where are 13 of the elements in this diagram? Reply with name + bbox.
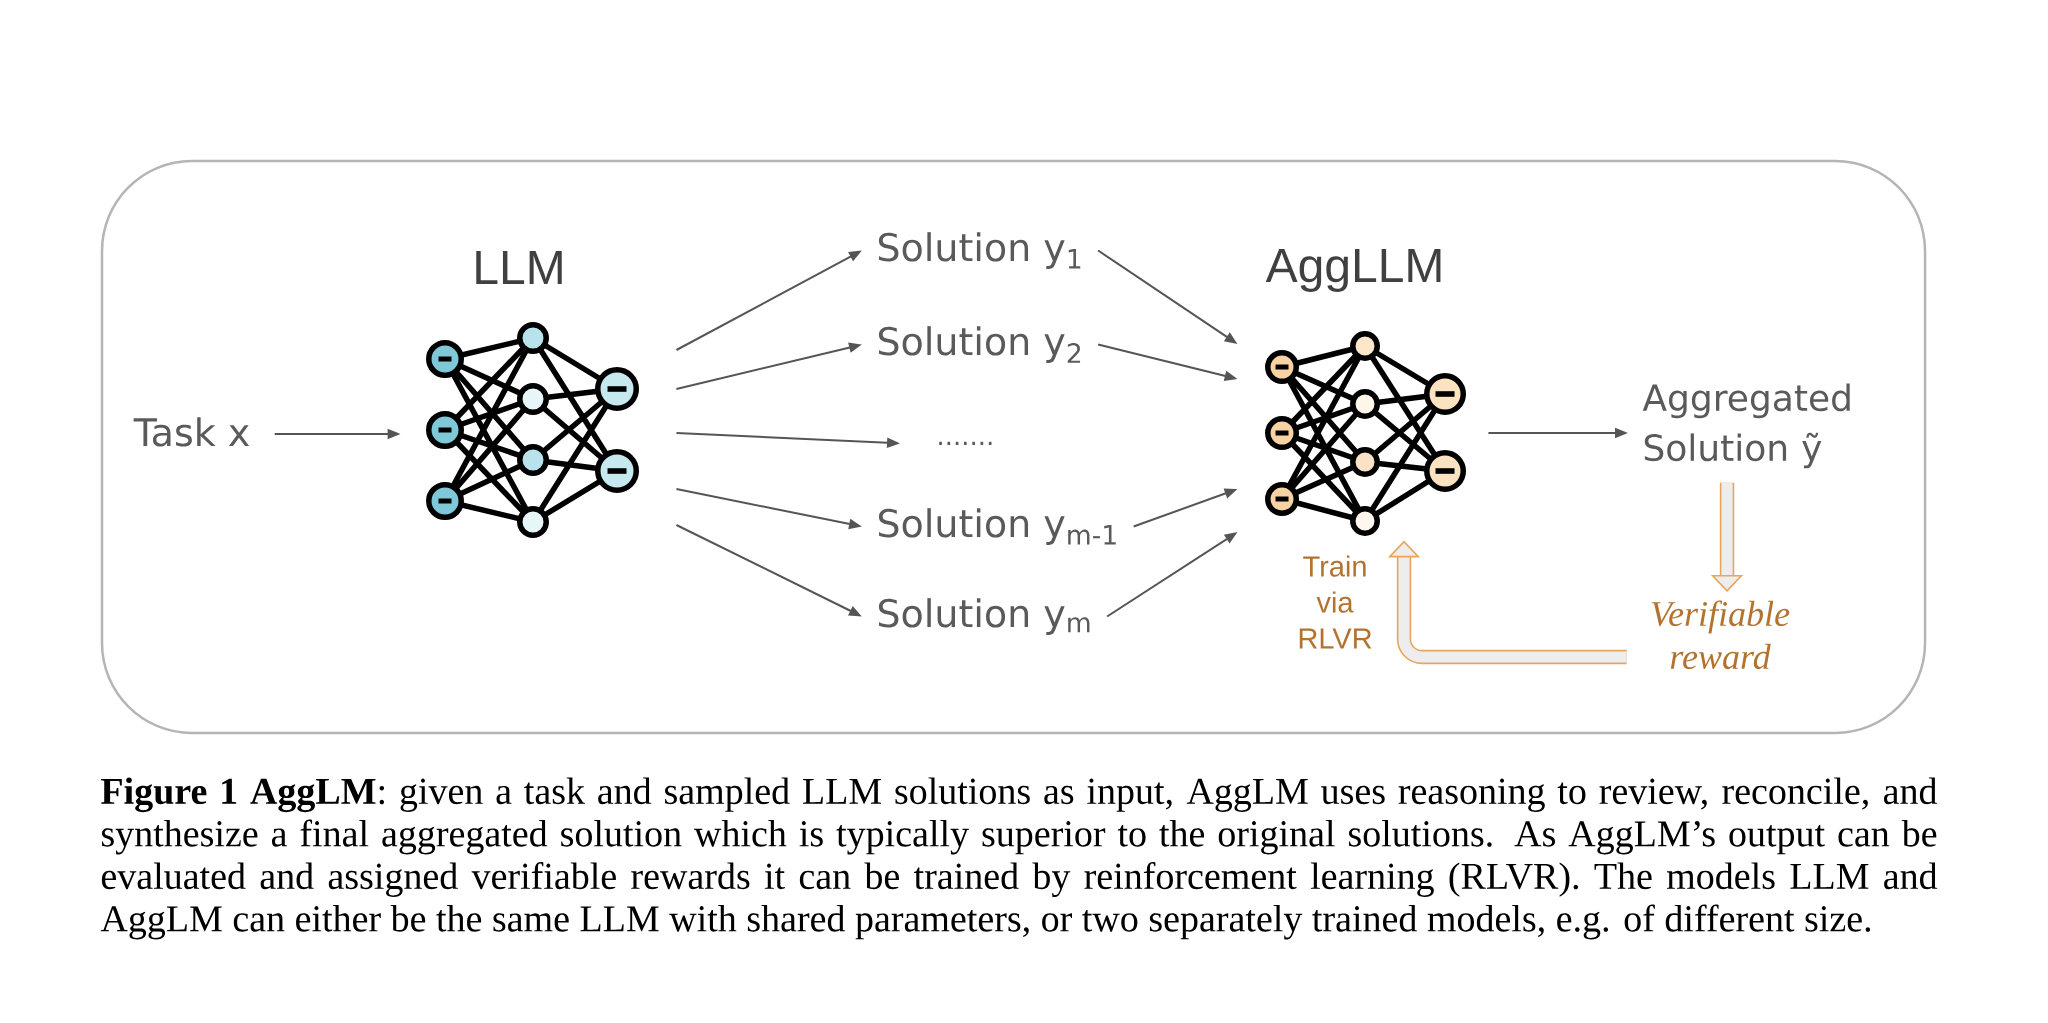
edge-label: Train via RLVR [1288, 551, 1382, 653]
solution-text: Solution y$_{1}$ [878, 232, 1081, 269]
solution-text: Solution y$_{m-1}$ [878, 508, 1116, 545]
solution-text: Solution y$_{2}$ [878, 326, 1081, 363]
model-title: AggLLM [1265, 249, 1441, 292]
reward-text: Verifiable reward [1651, 600, 1790, 670]
model-title: LLM [476, 250, 562, 284]
block-arrow [1387, 540, 1627, 665]
ellipsis-text: ....... [939, 441, 992, 445]
task-text: Task x [133, 417, 250, 447]
output-text: Aggregated Solution ỹ [1642, 383, 1850, 469]
figure-caption: Figure 1 AggLM: given a task and sampled LLM solutions as input, AggLM uses reasoning to review, reconcile, and synthesize a final aggregated solution which is typically superior to the original solutions. As AggLM’s output can be evaluated and assigned verifiable rewards it can be trained by reinforcement learning (RLVR). The models LLM and AggLM can either be the same LLM with shared parameters, or two separately trained models, e.g. of different size. [100, 777, 1938, 940]
solution-text: Solution y$_{m}$ [878, 598, 1090, 635]
